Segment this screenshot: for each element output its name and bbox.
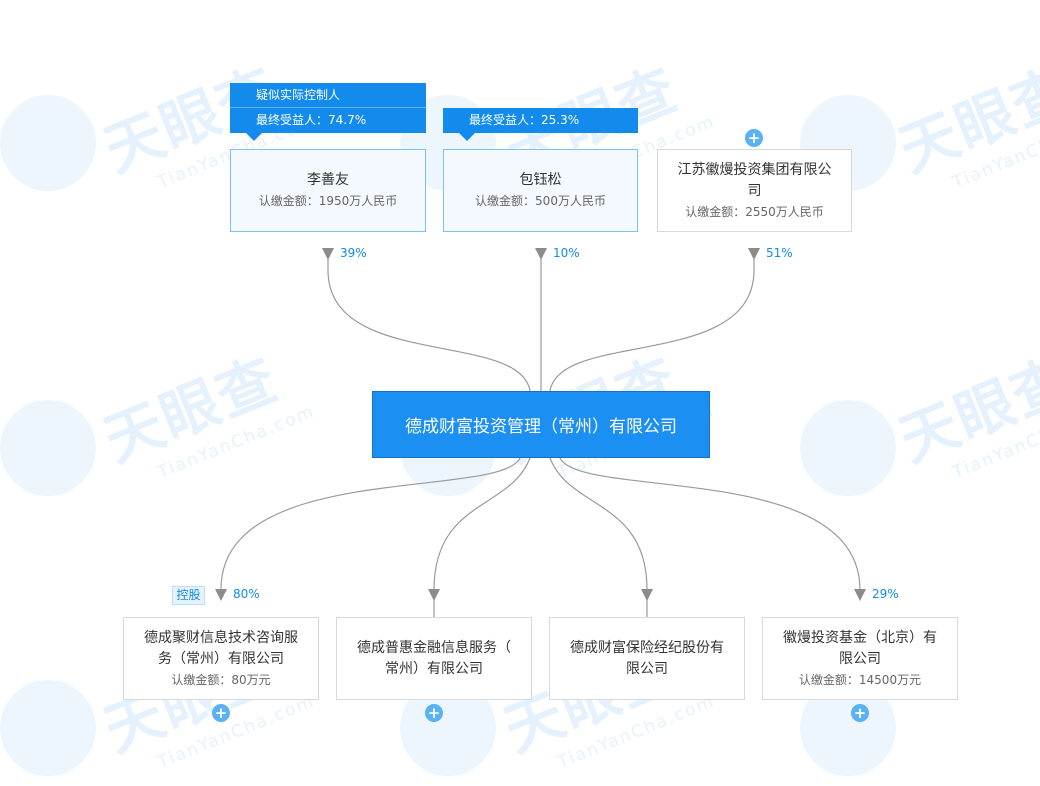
subscribed-amount: 认缴金额：14500万元 [798,672,922,687]
arrow-icon [748,248,760,260]
center-company[interactable]: 德成财富投资管理（常州）有限公司 [372,391,710,458]
investment-card[interactable]: 徽熳投资基金（北京）有 限公司 认缴金额：14500万元 [762,617,958,700]
shareholder-card[interactable]: 李善友 认缴金额：1950万人民币 [230,149,426,232]
link-investment-4 [559,457,861,591]
arrow-icon [854,589,866,601]
investment-card[interactable]: 德成财富保险经纪股份有 限公司 [549,617,745,700]
shareholder-name-line: 江苏徽熳投资集团有限公 [677,161,832,178]
investment-name-line: 限公司 [839,650,881,667]
invest-percent: 80% [233,587,260,601]
arrow-icon [322,248,334,260]
arrow-icon [428,589,440,601]
tag-ultimate-beneficiary: 最终受益人：25.3% [443,108,638,141]
investment-name-line: 德成聚财信息技术咨询服 [144,629,298,646]
shareholder-name: 包钰松 [519,172,562,188]
shareholder-card[interactable]: 包钰松 认缴金额：500万人民币 [443,149,638,232]
plus-circle-icon[interactable]: + [212,704,230,722]
subscribed-amount: 认缴金额：1950万人民币 [258,194,398,208]
investment-name-line: 德成财富保险经纪股份有 [570,639,724,656]
arrow-icon [641,589,653,601]
arrow-icon [215,589,227,601]
connector-lines [215,248,866,617]
investment-card[interactable]: 德成聚财信息技术咨询服 务（常州）有限公司 认缴金额：80万元 [123,617,319,700]
share-percent: 51% [766,246,793,260]
tag-actual-controller: 疑似实际控制人 [230,83,426,108]
plus-circle-icon[interactable]: + [745,129,763,147]
investment-name-line: 务（常州）有限公司 [158,650,284,667]
investment-card[interactable]: 德成普惠金融信息服务（ 常州）有限公司 [336,617,532,700]
plus-circle-icon[interactable]: + [425,704,443,722]
holding-badge: 控股 [172,586,205,605]
share-percent: 39% [340,246,367,260]
subscribed-amount: 认缴金额：500万人民币 [475,194,606,208]
arrow-icon [535,248,547,260]
tag-ultimate-beneficiary: 最终受益人：74.7% [230,108,426,141]
shareholder-name-line: 司 [747,182,762,199]
link-shareholder-3 [549,259,755,392]
subscribed-amount: 认缴金额：80万元 [171,672,271,687]
investment-name-line: 常州）有限公司 [385,660,483,677]
shareholder-name: 李善友 [307,172,349,188]
link-investment-3 [549,457,648,591]
investment-name-line: 德成普惠金融信息服务（ [357,639,511,656]
plus-circle-icon[interactable]: + [851,704,869,722]
share-percent: 10% [553,246,580,260]
link-investment-1 [220,457,521,591]
link-shareholder-1 [327,259,531,392]
investment-name-line: 限公司 [626,660,668,677]
shareholder-card[interactable]: 江苏徽熳投资集团有限公 司 认缴金额：2550万人民币 [657,149,852,232]
invest-percent: 29% [872,587,899,601]
link-investment-2 [433,457,531,591]
subscribed-amount: 认缴金额：2550万人民币 [685,204,824,219]
investment-name-line: 徽熳投资基金（北京）有 [783,629,937,646]
